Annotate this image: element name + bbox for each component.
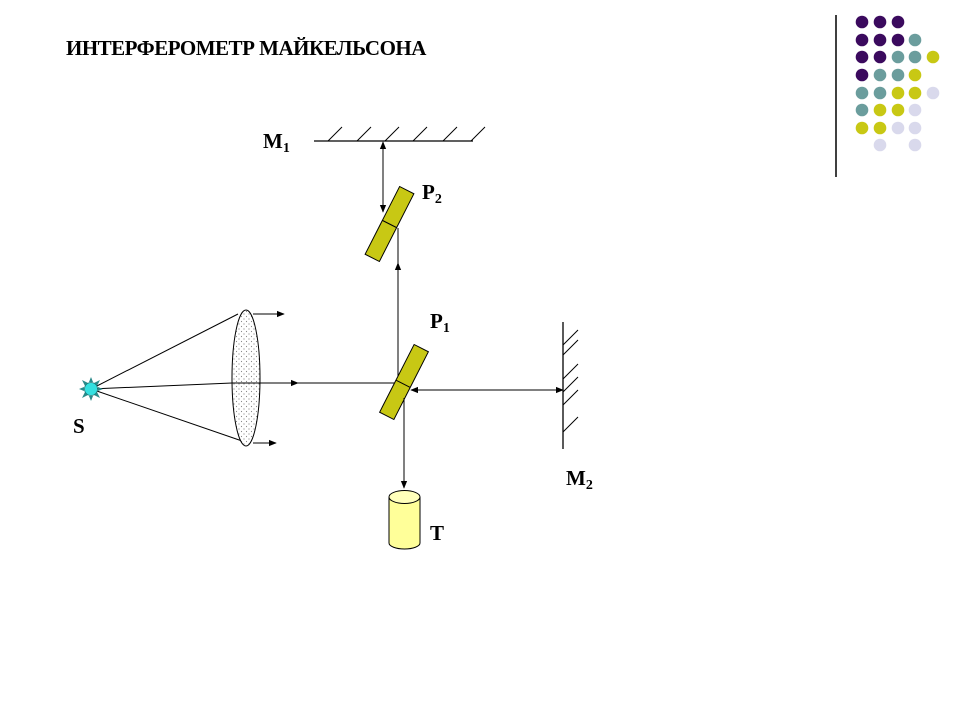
decor-dot — [891, 68, 905, 82]
decor-dot — [926, 50, 940, 64]
decor-dot — [908, 86, 922, 100]
decor-dot — [908, 121, 922, 135]
decor-dot — [873, 68, 887, 82]
decor-dot — [855, 50, 869, 64]
decor-dot — [891, 50, 905, 64]
collimating-lens — [231, 309, 261, 447]
decor-dot — [891, 15, 905, 29]
label-source: S — [73, 414, 85, 438]
slide-title: ИНТЕРФЕРОМЕТР МАЙКЕЛЬСОНА — [66, 36, 426, 60]
decor-dot — [908, 103, 922, 117]
mirror-m2 — [562, 322, 579, 449]
decor-dot — [873, 121, 887, 135]
decor-dot — [855, 33, 869, 47]
decor-dot — [926, 86, 940, 100]
decor-dot — [855, 86, 869, 100]
telescope-cylinder — [388, 490, 421, 550]
decor-dot — [891, 86, 905, 100]
label-m1: M1 — [263, 129, 290, 156]
decor-dot — [855, 68, 869, 82]
label-p1: P1 — [430, 309, 450, 336]
decor-dot — [873, 15, 887, 29]
decor-dot — [908, 50, 922, 64]
mirror-m1 — [314, 126, 486, 142]
label-m2: M2 — [566, 466, 593, 493]
decor-dot — [855, 121, 869, 135]
decor-dot — [908, 138, 922, 152]
decor-dot — [873, 86, 887, 100]
decor-dot — [873, 103, 887, 117]
decor-dot — [855, 103, 869, 117]
decor-dot-grid — [855, 15, 940, 152]
decor-dot — [891, 103, 905, 117]
decor-dot — [908, 68, 922, 82]
decor-dot — [855, 15, 869, 29]
label-p2: P2 — [422, 180, 442, 207]
source-rays — [90, 313, 246, 443]
decor-dot — [873, 138, 887, 152]
decor-dot — [891, 121, 905, 135]
light-source-icon — [79, 377, 103, 401]
decor-dot — [873, 50, 887, 64]
decor-dot — [873, 33, 887, 47]
plate-p1 — [378, 343, 430, 421]
decor-dot — [908, 33, 922, 47]
label-telescope: T — [430, 521, 444, 545]
plate-p2 — [364, 185, 415, 263]
decor-dot — [891, 33, 905, 47]
